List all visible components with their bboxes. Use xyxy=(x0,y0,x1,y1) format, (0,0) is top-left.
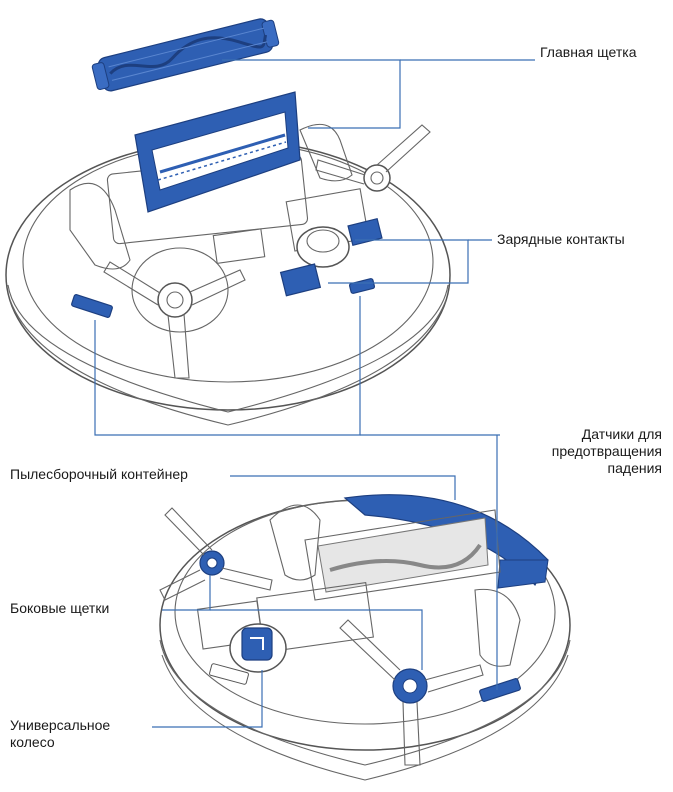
label-caster-wheel: Универсальное колесо xyxy=(8,717,152,751)
leader-charging-contacts xyxy=(328,239,469,284)
lower-caster-wheel xyxy=(229,623,287,673)
leader-dust-bin xyxy=(230,475,456,500)
dust-bin-illustration xyxy=(343,494,549,589)
upper-caster-wheel xyxy=(296,226,350,268)
leader-lines xyxy=(94,59,548,728)
label-cliff-sensors-line3: падения xyxy=(607,460,662,476)
upper-side-brush-left xyxy=(103,261,246,379)
brush-cover-illustration xyxy=(134,91,301,213)
label-side-brushes: Боковые щетки xyxy=(8,600,112,617)
label-dust-bin: Пылесборочный контейнер xyxy=(8,466,190,483)
leader-main-brush xyxy=(222,59,401,129)
lower-side-brush-left xyxy=(159,507,273,601)
label-main-brush: Главная щетка xyxy=(538,44,639,61)
leader-caster-wheel xyxy=(148,670,263,728)
label-cliff-sensors: Датчики для предотвращения падения xyxy=(500,426,664,477)
main-brush-illustration xyxy=(91,18,280,92)
label-cliff-sensors-line2: предотвращения xyxy=(551,443,662,459)
label-caster-wheel-line1: Универсальное xyxy=(10,717,111,733)
upper-side-brush-right xyxy=(315,124,431,192)
label-charging-contacts: Зарядные контакты xyxy=(495,231,627,248)
label-cliff-sensors-line1: Датчики для xyxy=(581,426,662,442)
upper-robot xyxy=(5,18,451,426)
lower-robot xyxy=(159,494,571,781)
label-caster-wheel-line2: колесо xyxy=(10,734,55,750)
leader-cliff-sensors xyxy=(94,296,361,436)
lower-side-brush-right xyxy=(339,619,484,766)
